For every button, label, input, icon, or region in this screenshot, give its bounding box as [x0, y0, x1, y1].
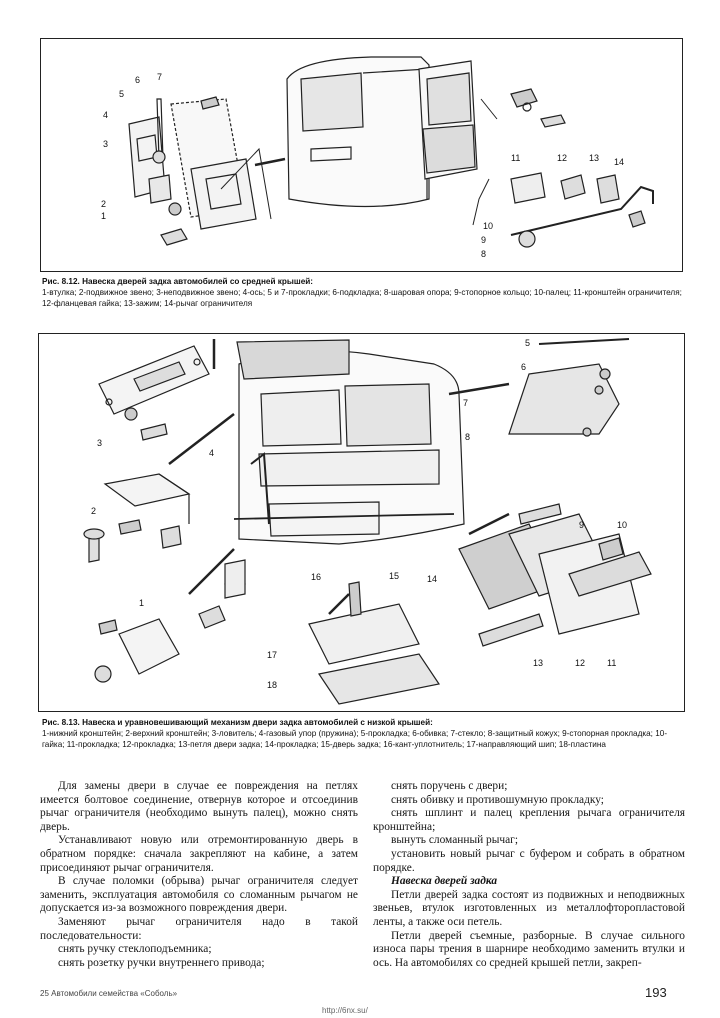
figure-8-13-caption: Рис. 8.13. Навеска и уравновешивающий ме… [42, 717, 687, 750]
fig1-label-9: 9 [481, 235, 486, 245]
figure-8-12-caption-title: Рис. 8.12. Навеска дверей задка автомоби… [42, 277, 314, 286]
fig2-label-10: 10 [617, 520, 627, 530]
figure-8-12: 6 7 5 4 3 2 1 11 12 13 14 10 9 8 [40, 38, 683, 272]
section-heading: Навеска дверей задка [391, 875, 498, 888]
figure-8-12-caption-text: 1-втулка; 2-подвижное звено; 3-неподвижн… [42, 288, 682, 308]
paragraph: Для замены двери в случае ее повреждения… [40, 780, 358, 833]
paragraph: Устанавливают новую или отремонтированну… [40, 834, 358, 874]
list-item: снять обивку и противошумную прокладку; [391, 793, 604, 806]
paragraph: Петли дверей задка состоят из подвижных … [373, 888, 685, 928]
fig1-label-12: 12 [557, 153, 567, 163]
fig1-label-1: 1 [101, 211, 106, 221]
fig1-label-13: 13 [589, 153, 599, 163]
list-item: снять розетку ручки внутреннего привода; [58, 956, 265, 969]
fig2-label-13: 13 [533, 658, 543, 668]
paragraph: В случае поломки (обрыва) рычаг ограничи… [40, 875, 358, 915]
figure-8-13-caption-text: 1-нижний кронштейн; 2-верхний кронштейн;… [42, 729, 668, 749]
fig2-label-6: 6 [521, 362, 526, 372]
fig2-label-12: 12 [575, 658, 585, 668]
fig2-label-5: 5 [525, 338, 530, 348]
list-item: вынуть сломанный рычаг; [391, 834, 519, 847]
body-column-right: снять поручень с двери; снять обивку и п… [373, 780, 685, 970]
fig2-label-8: 8 [465, 432, 470, 442]
body-column-left: Для замены двери в случае ее повреждения… [40, 780, 358, 970]
fig1-label-10: 10 [483, 221, 493, 231]
footer-url[interactable]: http://6nx.su/ [322, 1006, 368, 1015]
fig1-label-14: 14 [614, 157, 624, 167]
fig2-label-9: 9 [579, 520, 584, 530]
footer-book-title: 25 Автомобили семейства «Соболь» [40, 989, 178, 998]
fig2-label-3: 3 [97, 438, 102, 448]
list-item: снять шплинт и палец крепления рычага ог… [373, 807, 685, 833]
fig1-label-2: 2 [101, 199, 106, 209]
list-item: снять ручку стеклоподъемника; [58, 943, 212, 956]
fig1-label-5: 5 [119, 89, 124, 99]
figure-8-12-drawing: 6 7 5 4 3 2 1 11 12 13 14 10 9 8 [101, 56, 654, 259]
paragraph: Петли дверей съемные, разборные. В случа… [373, 929, 685, 969]
fig2-label-16: 16 [311, 572, 321, 582]
fig2-label-2: 2 [91, 506, 96, 516]
fig1-label-6: 6 [135, 75, 140, 85]
list-item: установить новый рычаг с буфером и собра… [373, 847, 685, 874]
fig2-label-15: 15 [389, 571, 399, 581]
fig2-label-14: 14 [427, 574, 437, 584]
figure-8-13-caption-title: Рис. 8.13. Навеска и уравновешивающий ме… [42, 718, 433, 727]
fig1-label-7: 7 [157, 72, 162, 82]
fig1-label-4: 4 [103, 110, 108, 120]
fig2-label-11: 11 [607, 658, 616, 668]
fig2-label-1: 1 [139, 598, 144, 608]
list-item: снять поручень с двери; [391, 780, 508, 792]
fig1-label-11: 11 [511, 153, 520, 163]
paragraph: Заменяют рычаг ограничителя надо в такой… [40, 915, 358, 942]
fig1-label-8: 8 [481, 249, 486, 259]
fig2-label-17: 17 [267, 650, 277, 660]
figure-8-13: 3 4 2 1 5 6 7 8 9 10 11 12 13 14 15 16 1… [38, 333, 685, 712]
fig2-label-18: 18 [267, 680, 277, 690]
figure-8-12-caption: Рис. 8.12. Навеска дверей задка автомоби… [42, 276, 682, 309]
fig1-label-3: 3 [103, 139, 108, 149]
fig2-label-7: 7 [463, 398, 468, 408]
fig2-label-4: 4 [209, 448, 214, 458]
page-number: 193 [645, 985, 667, 1000]
figure-8-13-drawing: 3 4 2 1 5 6 7 8 9 10 11 12 13 14 15 16 1… [83, 338, 652, 705]
